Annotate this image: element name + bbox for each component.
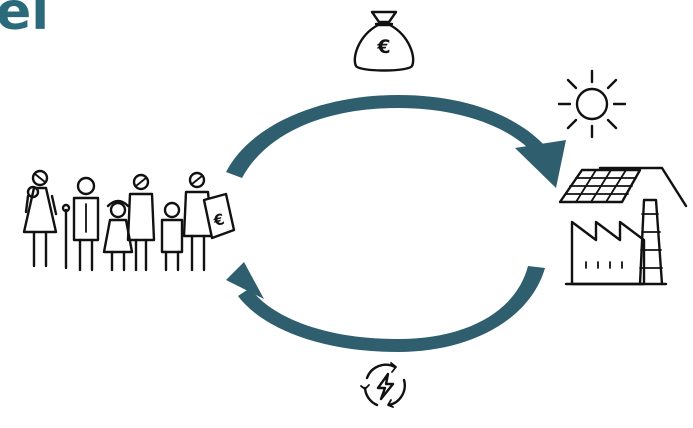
person-with-document: € xyxy=(182,171,236,272)
person-woman-with-baby xyxy=(22,169,58,268)
money-bag-symbol: € xyxy=(376,36,390,58)
factory-icon xyxy=(564,198,668,286)
document-icon xyxy=(202,192,236,240)
document-symbol: € xyxy=(211,210,226,230)
sun-icon xyxy=(557,69,627,139)
person-man xyxy=(126,173,156,272)
person-child xyxy=(102,199,134,272)
person-child-2 xyxy=(160,201,184,272)
top-arrow xyxy=(226,95,566,188)
energy-cycle-icon xyxy=(360,362,406,408)
bottom-arrow xyxy=(226,262,545,352)
solar-panel-icon xyxy=(558,166,688,208)
title-fragment: el xyxy=(0,0,50,42)
people-group-icon: € xyxy=(22,169,236,272)
person-elderly-with-cane xyxy=(61,176,100,272)
money-bag-icon: € xyxy=(353,10,415,72)
